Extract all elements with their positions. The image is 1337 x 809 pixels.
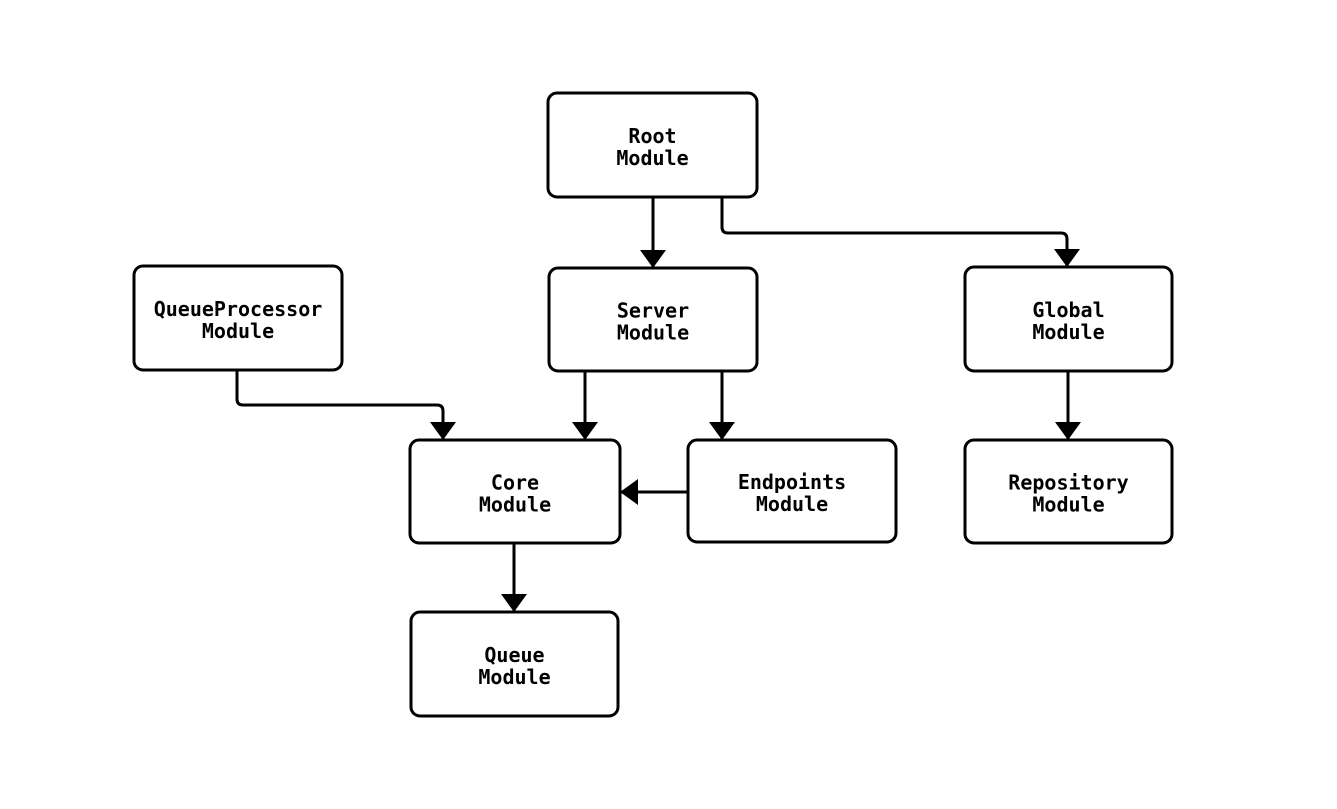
- node-box-queue: [409, 610, 620, 718]
- node-box-root: [546, 91, 759, 199]
- edge-queueprocessor-core: [235, 370, 456, 440]
- node-box-core: [408, 438, 622, 545]
- node-box-endpoints: [686, 438, 898, 544]
- node-box-global: [963, 265, 1174, 373]
- node-box-queueprocessor: [132, 264, 344, 372]
- node-box-repository: [963, 438, 1174, 545]
- edge-root-global: [720, 197, 1080, 267]
- node-box-server: [547, 266, 759, 373]
